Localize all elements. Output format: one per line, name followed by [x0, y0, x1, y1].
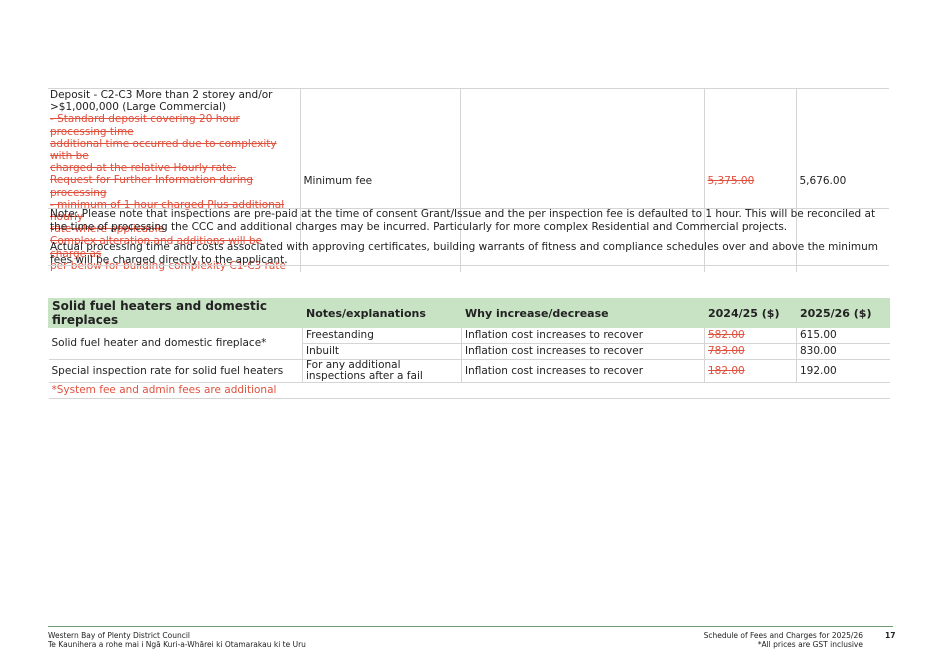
old-price-cell: 182.00 [704, 359, 797, 383]
org-name-maori: Te Kaunihera a rohe mai i Ngā Kuri-a-Whā… [48, 640, 306, 649]
table-header-row: Solid fuel heaters and domestic fireplac… [48, 298, 890, 328]
inspection-note: Note: Please note that inspections are p… [50, 208, 876, 233]
gst-note: *All prices are GST inclusive [757, 640, 863, 649]
footer-divider [48, 626, 893, 627]
row-reason: Inflation cost increases to recover [461, 359, 705, 383]
table-row: Inbuilt Inflation cost increases to reco… [49, 343, 890, 360]
new-price: 192.00 [796, 359, 890, 383]
processing-note: Actual processing time and costs associa… [50, 241, 878, 266]
struck-text: rate where applicable [50, 223, 165, 236]
deposit-old-price: 5,375.00 [704, 88, 797, 273]
row-note: Freestanding [302, 327, 462, 344]
row-note: For any additional inspections after a f… [302, 359, 462, 383]
old-price-cell: 582.00 [704, 327, 797, 344]
table-row: Solid fuel heater and domestic fireplace… [48, 327, 890, 360]
solid-fuel-table: Solid fuel heaters and domestic fireplac… [48, 298, 890, 399]
old-price: 182.00 [708, 364, 745, 377]
footer-doc: Schedule of Fees and Charges for 2025/26… [704, 631, 863, 649]
deposit-table: Deposit - C2-C3 More than 2 storey and/o… [48, 88, 889, 273]
old-price: 582.00 [708, 329, 745, 341]
deposit-title: >$1,000,000 (Large Commercial) [50, 101, 227, 114]
page-number: 17 [885, 631, 896, 640]
column-header: 2025/26 ($) [796, 298, 890, 328]
row-note: Inbuilt [302, 343, 462, 360]
footer-org: Western Bay of Plenty District Council T… [48, 631, 306, 649]
doc-title: Schedule of Fees and Charges for 2025/26 [703, 631, 863, 640]
struck-text: - minimum of 1 hour charged Plus additio… [50, 198, 285, 224]
table-row: Deposit - C2-C3 More than 2 storey and/o… [48, 88, 889, 273]
deposit-title: Deposit - C2-C3 More than 2 storey and/o… [50, 89, 273, 101]
new-price: 615.00 [796, 327, 890, 344]
old-price: 783.00 [708, 345, 745, 357]
deposit-new-price: 5,676.00 [796, 88, 889, 273]
row-reason: Inflation cost increases to recover [461, 327, 705, 344]
footnote: *System fee and admin fees are additiona… [48, 382, 890, 399]
old-price-cell: 783.00 [704, 343, 797, 360]
divider [48, 208, 889, 209]
table-row: *System fee and admin fees are additiona… [48, 382, 890, 399]
row-reason: Inflation cost increases to recover [461, 343, 705, 360]
column-header: 2024/25 ($) [704, 298, 797, 328]
deposit-notes: Minimum fee [300, 88, 461, 273]
divider [48, 265, 889, 266]
table-row: Special inspection rate for solid fuel h… [48, 359, 890, 383]
deposit-reason [460, 88, 705, 273]
old-price: 5,375.00 [707, 174, 755, 187]
column-header: Notes/explanations [302, 298, 462, 328]
column-header: Solid fuel heaters and domestic fireplac… [48, 298, 303, 328]
new-price: 830.00 [796, 343, 890, 360]
struck-text: - Standard deposit covering 20 hour proc… [50, 113, 240, 138]
row-label: Solid fuel heater and domestic fireplace… [48, 327, 303, 360]
struck-text: Complex alteration and additions will be… [50, 235, 263, 260]
struck-text: Request for Further Information during p… [50, 174, 254, 199]
column-header: Why increase/decrease [461, 298, 705, 328]
row-label: Special inspection rate for solid fuel h… [48, 359, 303, 383]
org-name: Western Bay of Plenty District Council [48, 631, 191, 640]
deposit-description: Deposit - C2-C3 More than 2 storey and/o… [48, 88, 301, 273]
struck-text: additional time occurred due to complexi… [50, 137, 277, 163]
struck-text: charged at the relative Hourly rate. [50, 162, 236, 175]
